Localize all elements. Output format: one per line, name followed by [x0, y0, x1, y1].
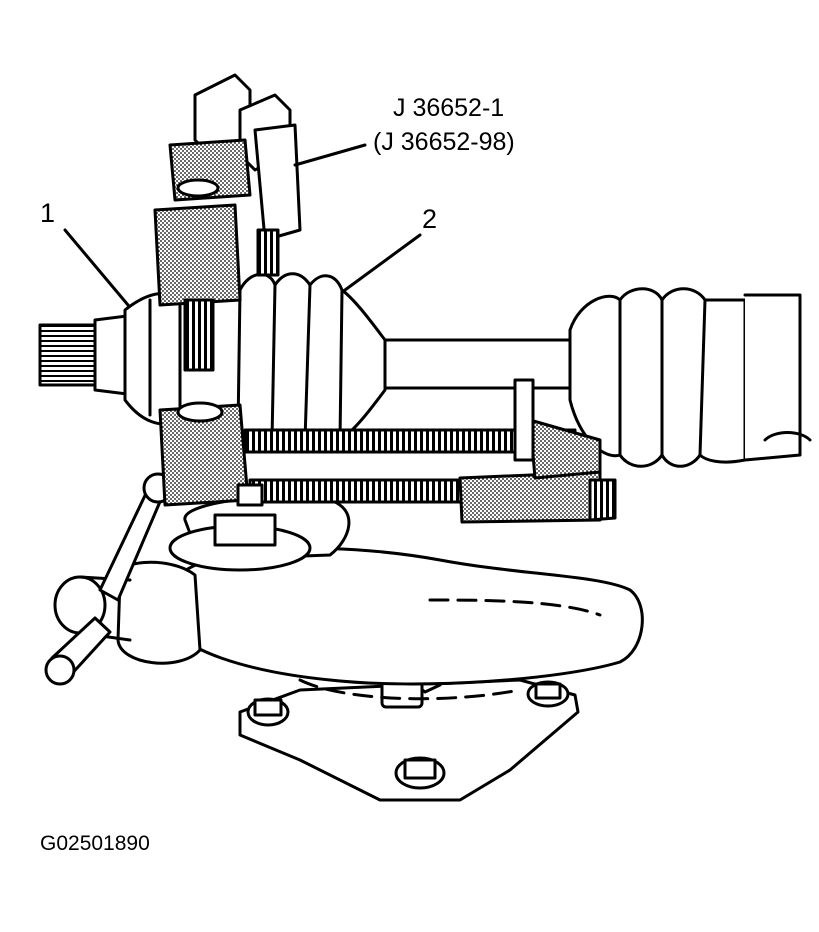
leader-callout-1: [63, 228, 130, 307]
base-bolt-left: [246, 697, 290, 727]
boot-2: [236, 272, 387, 453]
tool-number-label: J 36652-1: [393, 94, 505, 122]
base-bolt-right: [526, 680, 570, 708]
axle-shaft: [378, 338, 572, 390]
base-bolt-front: [394, 756, 446, 790]
drive-axle: [38, 272, 812, 468]
inner-housing: [743, 293, 802, 462]
callout-1-label: 1: [40, 198, 56, 228]
leader-tool: [293, 143, 367, 167]
callout-2-label: 2: [422, 204, 438, 234]
tool-alt-number-label: (J 36652-98): [373, 128, 515, 156]
leader-callout-2: [343, 233, 422, 292]
upper-clamp-block: [153, 203, 242, 307]
figure-id-label: G02501890: [40, 832, 150, 855]
right-clamp-block: [458, 470, 602, 524]
outer-joint: [123, 291, 182, 426]
boot-clamp-tool: [153, 73, 617, 524]
vise-handle: [44, 472, 174, 686]
bench-vise: [44, 472, 644, 802]
